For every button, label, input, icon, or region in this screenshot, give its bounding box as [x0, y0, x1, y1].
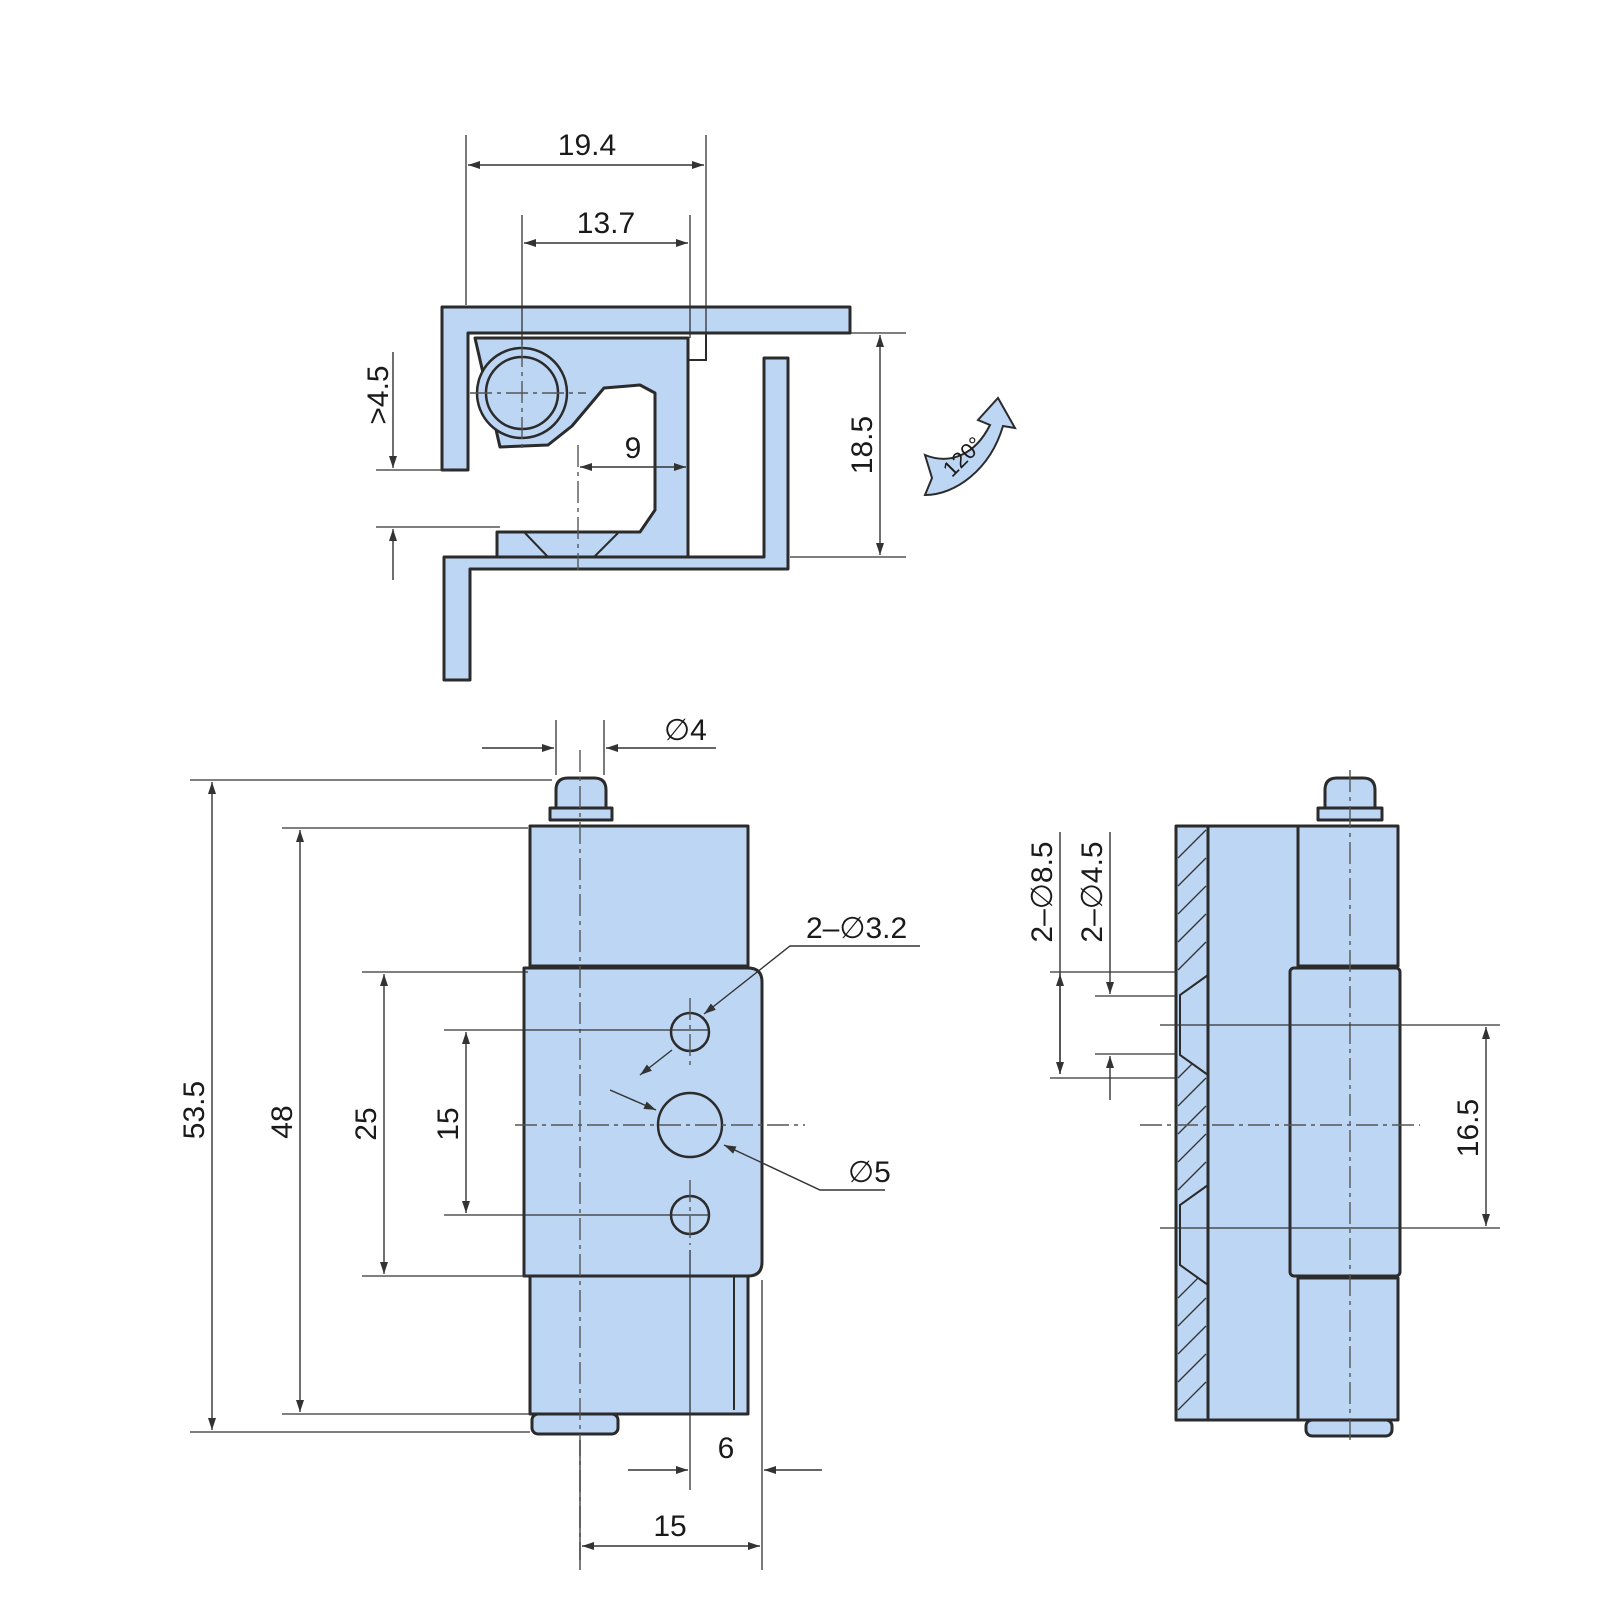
dim-leaf-height: 25 — [350, 1107, 383, 1140]
dim-side-hole-spacing: 16.5 — [1452, 1099, 1485, 1157]
side-view: 2–∅8.5 2–∅4.5 16.5 — [1026, 770, 1500, 1445]
dim-width: 15 — [653, 1510, 686, 1543]
side-pin-head — [1323, 776, 1377, 810]
side-body — [1206, 824, 1300, 1422]
dim-center-hole: ∅5 — [848, 1156, 891, 1189]
section-plate — [1174, 824, 1210, 1422]
bottom-pin — [530, 1412, 620, 1436]
pin-head — [554, 776, 608, 810]
front-view: ∅4 2–∅3.2 ∅5 53.5 48 25 15 6 15 — [178, 714, 920, 1570]
dim-small-holes: 2–∅3.2 — [806, 912, 907, 945]
dim-pin-diameter: ∅4 — [664, 714, 707, 747]
side-bottom-pin — [1304, 1418, 1394, 1438]
dim-countersink: 2–∅8.5 — [1026, 841, 1059, 942]
dim-through-hole: 2–∅4.5 — [1076, 841, 1109, 942]
lower-bracket — [442, 356, 790, 682]
side-upper-knuckle — [1296, 824, 1400, 968]
dim-hole-spacing: 15 — [432, 1107, 465, 1140]
side-leaf — [1288, 966, 1402, 1278]
upper-knuckle — [528, 824, 750, 968]
dim-body-height: 48 — [266, 1105, 299, 1138]
side-lower-knuckle — [1296, 1276, 1400, 1422]
dim-height: 18.5 — [846, 416, 879, 474]
lower-knuckle — [528, 1268, 750, 1416]
bracket-step — [688, 332, 707, 361]
dim-pin-to-edge: 13.7 — [577, 207, 635, 240]
top-view: 19.4 13.7 9 >4.5 18.5 120° — [362, 129, 1017, 682]
dim-overall-width: 19.4 — [558, 129, 616, 162]
rotation-arrow-icon — [923, 396, 1017, 497]
middle-leaf — [522, 966, 764, 1278]
dim-offset: 6 — [718, 1432, 735, 1465]
dim-min-gap: >4.5 — [362, 365, 395, 424]
pin-washer — [548, 806, 614, 822]
dim-total-height: 53.5 — [178, 1081, 211, 1139]
dim-depth: 9 — [625, 432, 642, 465]
